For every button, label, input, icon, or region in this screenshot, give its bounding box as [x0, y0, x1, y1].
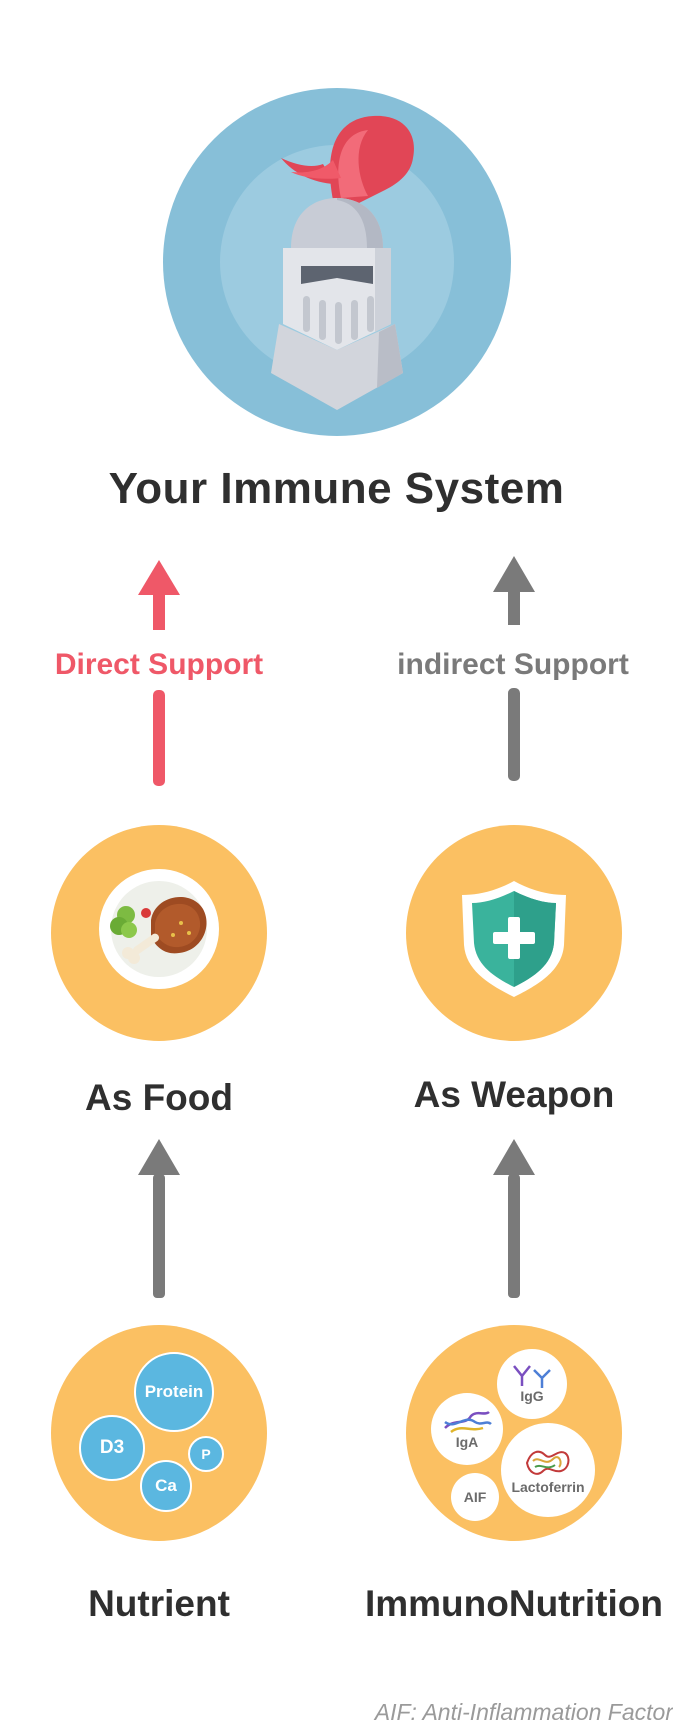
- food-label: As Food: [39, 1077, 279, 1119]
- immunonutrition-label: ImmunoNutrition: [364, 1583, 664, 1625]
- calcium-bubble: Ca: [140, 1460, 192, 1512]
- food-node: [51, 825, 267, 1041]
- antibody-icon: [508, 1364, 556, 1388]
- lactoferrin-label: Lactoferrin: [511, 1479, 584, 1495]
- immunonutrition-node: IgG IgA Lactoferrin AIF: [406, 1325, 622, 1541]
- antibody-dimer-icon: [441, 1408, 493, 1434]
- protein-bubble: Protein: [134, 1352, 214, 1432]
- lactoferrin-bubble: Lactoferrin: [501, 1423, 595, 1517]
- immune-system-emblem: [163, 88, 511, 436]
- aif-bubble: AIF: [451, 1473, 499, 1521]
- protein-structure-icon: [523, 1445, 573, 1479]
- igg-label: IgG: [520, 1388, 543, 1404]
- d3-bubble: D3: [79, 1415, 145, 1481]
- footnote: AIF: Anti-Inflammation Factor: [375, 1699, 673, 1726]
- diagram-title: Your Immune System: [0, 464, 673, 514]
- weapon-node: [406, 825, 622, 1041]
- iga-label: IgA: [456, 1434, 479, 1450]
- phosphorus-bubble: P: [188, 1436, 224, 1472]
- weapon-label: As Weapon: [394, 1074, 634, 1116]
- nutrient-to-food-arrow: [134, 1139, 184, 1301]
- igg-bubble: IgG: [497, 1349, 567, 1419]
- chicken-plate-icon: [99, 869, 219, 989]
- nutrient-label: Nutrient: [39, 1583, 279, 1625]
- nutrient-node: Protein D3 P Ca: [51, 1325, 267, 1541]
- indirect-support-label: indirect Support: [360, 648, 666, 682]
- iga-bubble: IgA: [431, 1393, 503, 1465]
- direct-support-label: Direct Support: [14, 648, 304, 682]
- immuno-to-weapon-arrow: [489, 1139, 539, 1301]
